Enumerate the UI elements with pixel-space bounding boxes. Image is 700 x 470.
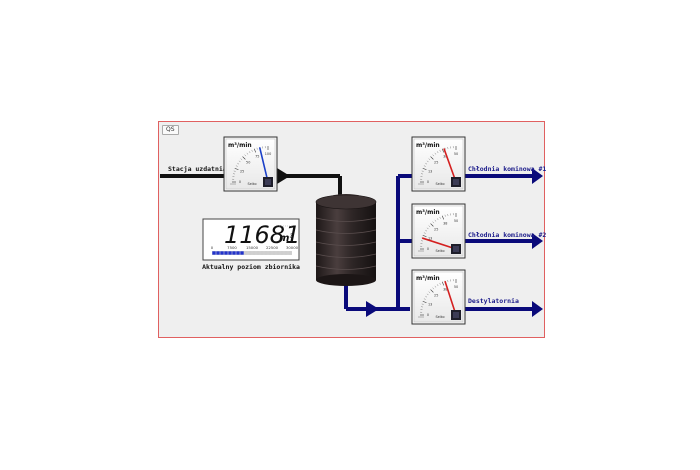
flow-arrow-icon: [277, 168, 290, 184]
gauge-brand-label: Seiko: [247, 182, 256, 186]
outflow-pipes: [344, 174, 534, 311]
gauge-scale-label: 0: [239, 180, 241, 184]
output-label-cooling-tower-1: Chłodnia kominowa #1: [468, 165, 546, 173]
gauge-needle: [421, 237, 457, 250]
level-bar-segment: [244, 251, 248, 255]
gauge-scale: 0 13 25 38 50: [420, 279, 458, 317]
gauge-needle: [444, 280, 457, 316]
gauge-hub-inner: [265, 179, 271, 185]
level-bar-segment: [248, 251, 252, 255]
gauge-brand-label: Seiko: [435, 249, 444, 253]
level-bar-segment: [276, 251, 280, 255]
level-bar-segment: [260, 251, 264, 255]
tank-level-display: 11681 m³ 0 7500 15000 22500 30000: [202, 218, 300, 261]
level-scale-label: 0: [211, 245, 214, 250]
gauge-scale-label: 25: [434, 160, 438, 164]
source-label: Stacja uzdatniania: [168, 165, 239, 173]
gauge-scale-label: 38: [443, 221, 447, 225]
level-value: 11681: [224, 221, 300, 249]
output-arrow-icon: [532, 168, 543, 184]
gauge-scale: 0 25 50 75 100: [232, 146, 271, 184]
gauge-scale-label: 25: [434, 293, 438, 297]
level-bar-segment: [232, 251, 236, 255]
gauge-unit-title: m³/min: [416, 209, 440, 216]
gauge-scale-label: 50: [246, 160, 250, 164]
gauge-needle: [259, 147, 269, 183]
panel-tab[interactable]: QS: [162, 125, 179, 135]
level-scale-label: 30000: [286, 245, 299, 250]
level-scale-label: 7500: [227, 245, 237, 250]
gauge-scale-label: 13: [428, 169, 432, 173]
level-bar-segment: [264, 251, 268, 255]
flow-arrow-icon: [366, 301, 379, 317]
output-arrow-icon: [532, 233, 543, 249]
gauge-unit-title: m³/min: [416, 275, 440, 282]
gauge-unit-title: m³/min: [416, 142, 440, 149]
output-arrow-icon: [532, 301, 543, 317]
level-bar-segment: [240, 251, 244, 255]
gauge-scale-label: 0: [427, 313, 429, 317]
level-scale: 0 7500 15000 22500 30000: [211, 245, 299, 250]
gauge-scale-label: 25: [240, 169, 244, 173]
level-bar-segment: [280, 251, 284, 255]
level-bar-segment: [228, 251, 232, 255]
gauge-needle: [443, 148, 457, 183]
output-label-distillery: Destylatornia: [468, 297, 519, 305]
gauge-scale-label: 50: [454, 285, 458, 289]
level-bar-segment: [224, 251, 228, 255]
level-bar-segment: [288, 251, 292, 255]
gauge-hub-inner: [453, 312, 459, 318]
gauge-scale: 0 13 25 38 50: [420, 146, 458, 184]
level-bar-segment: [236, 251, 240, 255]
level-bar-segment: [284, 251, 288, 255]
level-bar-segment: [216, 251, 220, 255]
tank-level-label: Aktualny poziom zbiornika: [202, 263, 300, 271]
gauge-scale-label: 13: [428, 236, 432, 240]
gauge-brand-label: Seiko: [435, 315, 444, 319]
level-bar-track: [212, 251, 292, 255]
gauge-scale: 0 13 25 38 50: [420, 213, 458, 251]
gauge-scale-label: 38: [443, 154, 447, 158]
gauge-scale-label: 13: [428, 302, 432, 306]
gauge-scale-label: 50: [454, 152, 458, 156]
gauge-unit-title: m³/min: [228, 142, 252, 149]
level-bar: [212, 251, 292, 255]
output-label-cooling-tower-2: Chłodnia kominowa #2: [468, 231, 546, 239]
level-bar-segment: [268, 251, 272, 255]
gauge-scale-label: 75: [255, 154, 259, 158]
level-bar-segment: [212, 251, 216, 255]
level-bar-segment: [256, 251, 260, 255]
gauge-scale-label: 38: [443, 287, 447, 291]
gauge-scale-label: 100: [265, 152, 271, 156]
level-scale-label: 22500: [266, 245, 279, 250]
gauge-scale-label: 0: [427, 247, 429, 251]
gauge-hub-inner: [453, 246, 459, 252]
level-bar-segment: [220, 251, 224, 255]
storage-tank[interactable]: [315, 194, 377, 286]
gauge-scale-label: 50: [454, 219, 458, 223]
gauge-scale-label: 25: [434, 227, 438, 231]
level-scale-label: 15000: [246, 245, 259, 250]
level-bar-segment: [252, 251, 256, 255]
level-bar-segment: [272, 251, 276, 255]
gauge-scale-label: 0: [427, 180, 429, 184]
level-unit: m³: [279, 233, 294, 244]
gauge-hub-inner: [453, 179, 459, 185]
gauge-brand-label: Seiko: [435, 182, 444, 186]
